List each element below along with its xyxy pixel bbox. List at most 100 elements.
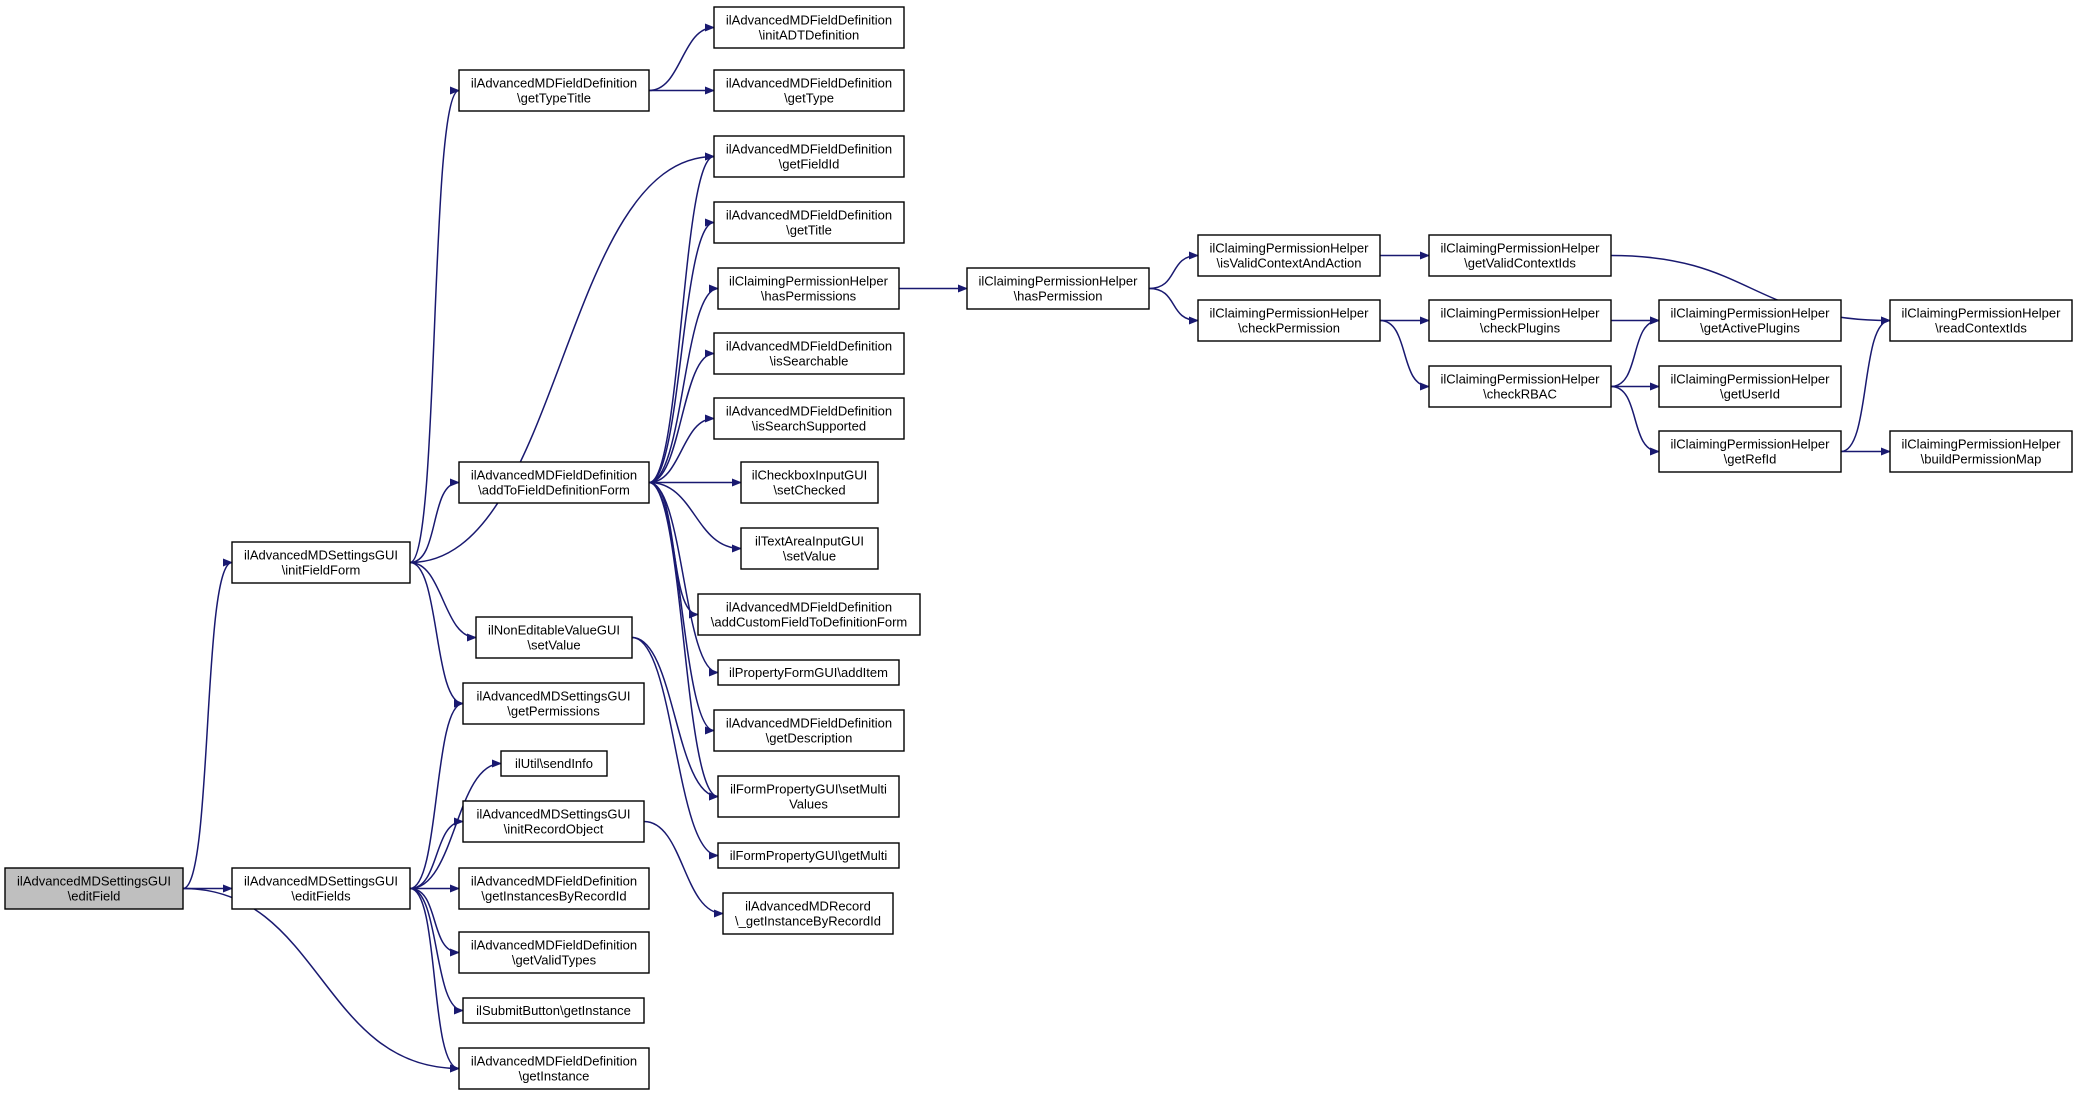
edge-hasPermission-to-checkPermission bbox=[1148, 287, 1199, 325]
node-getDescription[interactable]: ilAdvancedMDFieldDefinition\getDescripti… bbox=[713, 709, 905, 752]
node-initRecordObject[interactable]: ilAdvancedMDSettingsGUI\initRecordObject bbox=[462, 800, 645, 843]
node-box bbox=[1197, 299, 1381, 342]
edge-path bbox=[409, 561, 464, 708]
node-sendInfo[interactable]: ilUtil\sendInfo bbox=[500, 750, 608, 777]
node-label-line: \getValidContextIds bbox=[1464, 256, 1576, 271]
node-box bbox=[458, 69, 650, 112]
node-submitGetInstance[interactable]: ilSubmitButton\getInstance bbox=[462, 997, 645, 1024]
node-buildPermissionMap[interactable]: ilClaimingPermissionHelper\buildPermissi… bbox=[1889, 430, 2073, 473]
node-getMulti[interactable]: ilFormPropertyGUI\getMulti bbox=[717, 842, 900, 869]
node-box bbox=[458, 931, 650, 974]
node-box bbox=[717, 775, 900, 818]
edge-getValidContextIds-to-readContextIds bbox=[1610, 254, 1891, 325]
edge-editField-to-fdGetInstance bbox=[182, 887, 460, 1073]
edge-nonEditableSetValue-to-setMultiValues bbox=[631, 636, 719, 801]
node-box bbox=[475, 616, 633, 659]
node-label-line: \setValue bbox=[527, 638, 580, 653]
node-getUserId[interactable]: ilClaimingPermissionHelper\getUserId bbox=[1658, 365, 1842, 408]
node-initADTDefinition[interactable]: ilAdvancedMDFieldDefinition\initADTDefin… bbox=[713, 6, 905, 49]
node-fdGetInstance[interactable]: ilAdvancedMDFieldDefinition\getInstance bbox=[458, 1047, 650, 1090]
node-box bbox=[713, 709, 905, 752]
node-label-line: ilAdvancedMDFieldDefinition bbox=[726, 76, 892, 91]
node-addItem[interactable]: ilPropertyFormGUI\addItem bbox=[717, 659, 900, 686]
node-nonEditableSetValue[interactable]: ilNonEditableValueGUI\setValue bbox=[475, 616, 633, 659]
node-getType[interactable]: ilAdvancedMDFieldDefinition\getType bbox=[713, 69, 905, 112]
node-getFieldId[interactable]: ilAdvancedMDFieldDefinition\getFieldId bbox=[713, 135, 905, 178]
node-label-line: ilClaimingPermissionHelper bbox=[1902, 437, 2062, 452]
node-label-line: ilAdvancedMDSettingsGUI bbox=[477, 689, 631, 704]
node-getTitle[interactable]: ilAdvancedMDFieldDefinition\getTitle bbox=[713, 201, 905, 244]
node-label-line: ilAdvancedMDFieldDefinition bbox=[471, 468, 637, 483]
node-checkRBAC[interactable]: ilClaimingPermissionHelper\checkRBAC bbox=[1428, 365, 1612, 408]
node-label-line: \hasPermission bbox=[1014, 289, 1103, 304]
node-box bbox=[1889, 299, 2073, 342]
node-box bbox=[500, 750, 608, 777]
node-checkPermission[interactable]: ilClaimingPermissionHelper\checkPermissi… bbox=[1197, 299, 1381, 342]
node-hasPermissions[interactable]: ilClaimingPermissionHelper\hasPermission… bbox=[717, 267, 900, 310]
node-getInstancesByRecordId[interactable]: ilAdvancedMDFieldDefinition\getInstances… bbox=[458, 867, 650, 910]
node-getRefId[interactable]: ilClaimingPermissionHelper\getRefId bbox=[1658, 430, 1842, 473]
node-label-line: \getValidTypes bbox=[512, 953, 597, 968]
edge-path bbox=[631, 636, 719, 801]
node-getTypeTitle[interactable]: ilAdvancedMDFieldDefinition\getTypeTitle bbox=[458, 69, 650, 112]
node-addToFieldDefinitionForm[interactable]: ilAdvancedMDFieldDefinition\addToFieldDe… bbox=[458, 461, 650, 504]
node-checkboxSetChecked[interactable]: ilCheckboxInputGUI\setChecked bbox=[740, 461, 879, 504]
node-isSearchSupported[interactable]: ilAdvancedMDFieldDefinition\isSearchSupp… bbox=[713, 397, 905, 440]
edge-path bbox=[631, 636, 719, 860]
node-hasPermission[interactable]: ilClaimingPermissionHelper\hasPermission bbox=[966, 267, 1150, 310]
node-label-line: \initRecordObject bbox=[504, 822, 604, 837]
node-isSearchable[interactable]: ilAdvancedMDFieldDefinition\isSearchable bbox=[713, 332, 905, 375]
edge-addToFieldDefinitionForm-to-setMultiValues bbox=[648, 481, 719, 801]
node-label-line: ilClaimingPermissionHelper bbox=[1902, 306, 2062, 321]
node-textAreaSetValue[interactable]: ilTextAreaInputGUI\setValue bbox=[740, 527, 879, 570]
node-getValidTypes[interactable]: ilAdvancedMDFieldDefinition\getValidType… bbox=[458, 931, 650, 974]
edge-hasPermission-to-isValidContextAndAction bbox=[1148, 251, 1199, 290]
node-label-line: ilFormPropertyGUI\setMulti bbox=[730, 782, 887, 797]
edge-initRecordObject-to-getInstanceByRecordId bbox=[643, 820, 724, 918]
node-label-line: ilAdvancedMDFieldDefinition bbox=[726, 404, 892, 419]
edge-path bbox=[648, 23, 715, 92]
edge-checkPermission-to-checkRBAC bbox=[1379, 319, 1430, 391]
node-getActivePlugins[interactable]: ilClaimingPermissionHelper\getActivePlug… bbox=[1658, 299, 1842, 342]
node-box bbox=[458, 461, 650, 504]
node-box bbox=[462, 800, 645, 843]
node-getInstanceByRecordId[interactable]: ilAdvancedMDRecord\_getInstanceByRecordI… bbox=[722, 892, 894, 935]
edge-path bbox=[182, 558, 233, 890]
node-label-line: ilClaimingPermissionHelper bbox=[979, 274, 1139, 289]
edge-addToFieldDefinitionForm-to-isSearchSupported bbox=[648, 414, 715, 484]
node-label-line: \getTypeTitle bbox=[517, 91, 591, 106]
node-box bbox=[231, 867, 411, 910]
node-label-line: \hasPermissions bbox=[761, 289, 857, 304]
node-initFieldForm[interactable]: ilAdvancedMDSettingsGUI\initFieldForm bbox=[231, 541, 411, 584]
edge-path bbox=[648, 414, 715, 484]
node-isValidContextAndAction[interactable]: ilClaimingPermissionHelper\isValidContex… bbox=[1197, 234, 1381, 277]
node-editField[interactable]: ilAdvancedMDSettingsGUI\editField bbox=[4, 867, 184, 910]
node-box bbox=[1197, 234, 1381, 277]
node-getValidContextIds[interactable]: ilClaimingPermissionHelper\getValidConte… bbox=[1428, 234, 1612, 277]
node-label-line: ilPropertyFormGUI\addItem bbox=[729, 665, 888, 680]
edge-path bbox=[182, 887, 460, 1073]
edge-path bbox=[648, 218, 715, 484]
node-label-line: ilFormPropertyGUI\getMulti bbox=[730, 848, 888, 863]
node-addCustomField[interactable]: ilAdvancedMDFieldDefinition\addCustomFie… bbox=[697, 593, 921, 636]
node-label-line: ilNonEditableValueGUI bbox=[488, 623, 620, 638]
edges-layer bbox=[182, 23, 1891, 1073]
edge-editFields-to-fdGetInstance bbox=[409, 887, 460, 1073]
edge-path bbox=[409, 887, 464, 1015]
node-label-line: \isSearchable bbox=[770, 354, 849, 369]
node-label-line: ilAdvancedMDSettingsGUI bbox=[17, 874, 171, 889]
node-box bbox=[713, 135, 905, 178]
node-readContextIds[interactable]: ilClaimingPermissionHelper\readContextId… bbox=[1889, 299, 2073, 342]
node-checkPlugins[interactable]: ilClaimingPermissionHelper\checkPlugins bbox=[1428, 299, 1612, 342]
edge-addToFieldDefinitionForm-to-hasPermissions bbox=[648, 284, 719, 484]
node-label-line: ilAdvancedMDSettingsGUI bbox=[477, 807, 631, 822]
node-getPermissions[interactable]: ilAdvancedMDSettingsGUI\getPermissions bbox=[462, 682, 645, 725]
node-label-line: \setValue bbox=[783, 549, 836, 564]
edge-addToFieldDefinitionForm-to-getTitle bbox=[648, 218, 715, 484]
node-box bbox=[713, 6, 905, 49]
edge-path bbox=[648, 481, 719, 801]
node-editFields[interactable]: ilAdvancedMDSettingsGUI\editFields bbox=[231, 867, 411, 910]
node-label-line: ilClaimingPermissionHelper bbox=[1441, 241, 1601, 256]
